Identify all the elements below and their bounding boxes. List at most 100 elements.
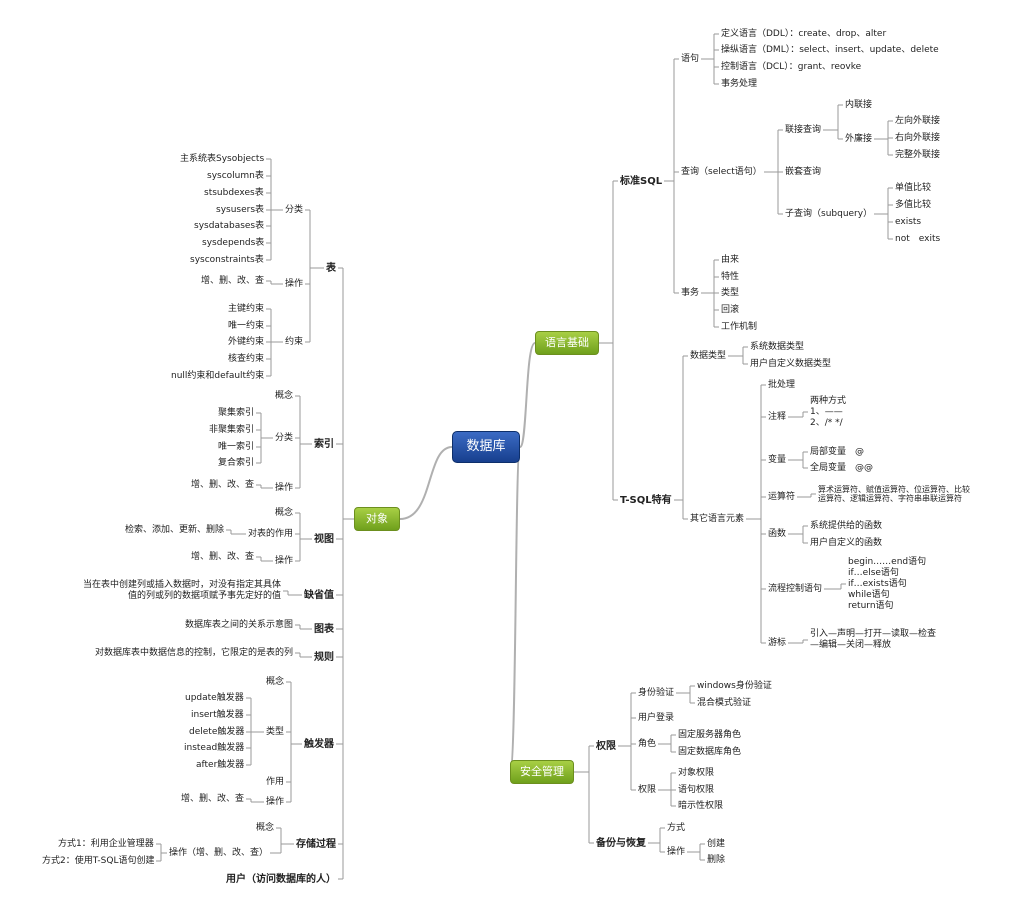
node-hcys[interactable]: 核查约束 — [228, 353, 265, 364]
node-fs1[interactable]: 方式1：利用企业管理器 — [58, 838, 154, 849]
node-dxqx[interactable]: 对象权限 — [678, 767, 715, 778]
node-syscon[interactable]: sysconstraints表 — [190, 254, 264, 265]
node-qtcx[interactable]: 嵌套查询 — [785, 166, 822, 177]
node-gzjz[interactable]: 工作机制 — [721, 321, 758, 332]
node-qszd[interactable]: 当在表中创建列或插入数据时，对没有指定其具体 值的列或列的数据项赋予事先定好的值 — [83, 580, 282, 601]
node-ywlj[interactable]: 右向外联接 — [895, 132, 941, 143]
node-syscol[interactable]: syscolumn表 — [207, 170, 264, 181]
node-gdsjk[interactable]: 固定数据库角色 — [678, 746, 742, 757]
node-quanju[interactable]: 全局变量 @@ — [810, 462, 874, 473]
node-xtsjlx[interactable]: 系统数据类型 — [750, 341, 805, 352]
node-tsql[interactable]: T-SQL特有 — [620, 494, 672, 506]
hub-sec[interactable]: 安全管理 — [510, 760, 574, 784]
node-caozuo[interactable]: 操作 — [667, 846, 686, 857]
node-nullys[interactable]: null约束和default约束 — [171, 370, 265, 381]
node-qtyy[interactable]: 其它语言元素 — [690, 513, 745, 524]
root-node-database[interactable]: 数据库 — [452, 431, 520, 463]
node-wyys[interactable]: 唯一约束 — [228, 320, 265, 331]
node-chuangjian[interactable]: 创建 — [707, 838, 726, 849]
node-jjsy[interactable]: 聚集索引 — [218, 407, 255, 418]
node-stcz[interactable]: 操作 — [275, 555, 294, 566]
node-cfcz[interactable]: 操作 — [266, 796, 285, 807]
node-cfq[interactable]: 触发器 — [304, 738, 334, 750]
node-shiwu[interactable]: 事务 — [681, 287, 700, 298]
node-stgn[interactable]: 概念 — [275, 507, 294, 518]
node-sygn[interactable]: 概念 — [275, 390, 294, 401]
node-yueshu[interactable]: 约束 — [285, 336, 304, 347]
node-biao[interactable]: 表 — [326, 262, 336, 274]
node-tubiao[interactable]: 图表 — [314, 623, 334, 635]
node-sysdep[interactable]: sysdepends表 — [202, 237, 265, 248]
node-winyz[interactable]: windows身份验证 — [697, 680, 772, 691]
node-wqwlj[interactable]: 完整外联接 — [895, 149, 941, 160]
node-yonghu[interactable]: 用户（访问数据库的人） — [226, 873, 336, 885]
node-dzbj[interactable]: 单值比较 — [895, 182, 932, 193]
node-yhzdyhs[interactable]: 用户自定义的函数 — [810, 537, 883, 548]
node-yuju[interactable]: 语句 — [681, 53, 700, 64]
node-gdfwq[interactable]: 固定服务器角色 — [678, 729, 742, 740]
node-nlj[interactable]: 内联接 — [845, 99, 873, 110]
hub-lang[interactable]: 语言基础 — [535, 331, 599, 355]
node-inst[interactable]: instead触发器 — [184, 742, 245, 753]
node-wysy[interactable]: 唯一索引 — [218, 441, 255, 452]
node-cfczd[interactable]: 增、删、改、查 — [181, 793, 245, 804]
node-zjys[interactable]: 主键约束 — [228, 303, 265, 314]
node-stsub[interactable]: stsubdexes表 — [204, 187, 264, 198]
node-wlj[interactable]: 外廉接 — [845, 133, 873, 144]
node-ddl[interactable]: 定义语言（DDL）：create、drop、alter — [721, 28, 887, 39]
node-dcl[interactable]: 控制语言（DCL）：grant、reovke — [721, 61, 862, 72]
node-yjqx[interactable]: 语句权限 — [678, 784, 715, 795]
node-cfgn[interactable]: 概念 — [266, 676, 285, 687]
node-fhsy[interactable]: 复合索引 — [218, 457, 255, 468]
node-exists[interactable]: exists — [895, 216, 922, 227]
node-hanshu[interactable]: 函数 — [768, 528, 787, 539]
node-notexits[interactable]: not exits — [895, 233, 941, 244]
node-quanxian[interactable]: 权限 — [596, 740, 616, 752]
node-youbiao[interactable]: 游标 — [768, 637, 787, 648]
node-xttg[interactable]: 系统提供给的函数 — [810, 520, 883, 531]
node-huigun[interactable]: 回滚 — [721, 304, 740, 315]
node-swcl[interactable]: 事务处理 — [721, 78, 758, 89]
node-jubu[interactable]: 局部变量 @ — [810, 446, 865, 457]
node-zwlj[interactable]: 左向外联接 — [895, 115, 941, 126]
node-zhushi[interactable]: 注释 — [768, 411, 787, 422]
node-juese[interactable]: 角色 — [638, 738, 657, 749]
node-hhyz[interactable]: 混合模式验证 — [697, 697, 752, 708]
node-bfhf[interactable]: 备份与恢复 — [596, 837, 646, 849]
node-upd[interactable]: update触发器 — [185, 692, 244, 703]
node-fs2[interactable]: 方式2：使用T-SQL语句创建 — [42, 855, 155, 866]
node-sfyz[interactable]: 身份验证 — [638, 687, 675, 698]
node-syfl[interactable]: 分类 — [275, 432, 294, 443]
node-fenlei[interactable]: 分类 — [285, 204, 304, 215]
node-bcz[interactable]: 操作 — [285, 278, 304, 289]
node-texing[interactable]: 特性 — [721, 271, 740, 282]
node-yhdl[interactable]: 用户登录 — [638, 712, 675, 723]
node-stdsql[interactable]: 标准SQL — [620, 175, 663, 187]
node-zcx[interactable]: 子查询（subquery） — [785, 208, 873, 219]
node-pcl[interactable]: 批处理 — [768, 379, 796, 390]
node-wjys[interactable]: 外键约束 — [228, 336, 265, 347]
node-sysdb[interactable]: sysdatabases表 — [194, 220, 265, 231]
node-sycz[interactable]: 操作 — [275, 482, 294, 493]
node-sysusr[interactable]: sysusers表 — [216, 204, 265, 215]
node-yhzdy[interactable]: 用户自定义数据类型 — [750, 358, 832, 369]
node-qsz[interactable]: 缺省值 — [304, 589, 334, 601]
node-stczd[interactable]: 增、删、改、查 — [191, 551, 255, 562]
node-query[interactable]: 查询（select语句） — [681, 166, 762, 177]
node-shanchu[interactable]: 删除 — [707, 854, 726, 865]
node-del[interactable]: delete触发器 — [189, 726, 245, 737]
node-leixing[interactable]: 类型 — [721, 287, 740, 298]
node-duozbj[interactable]: 多值比较 — [895, 199, 932, 210]
node-tbd[interactable]: 数据库表之间的关系示意图 — [185, 619, 294, 630]
node-bianliang[interactable]: 变量 — [768, 454, 787, 465]
node-lckzdetail[interactable]: begin……end语句 if…else语句 if…exists语句 while… — [848, 556, 927, 611]
node-zsdetail[interactable]: 两种方式 1、—— 2、/* */ — [810, 395, 847, 428]
node-qx2[interactable]: 权限 — [638, 784, 657, 795]
node-sysobj[interactable]: 主系统表Sysobjects — [180, 153, 265, 164]
node-dbdzy[interactable]: 对表的作用 — [248, 528, 294, 539]
node-ins[interactable]: insert触发器 — [191, 709, 244, 720]
node-syczd[interactable]: 增、删、改、查 — [191, 479, 255, 490]
node-bczd[interactable]: 增、删、改、查 — [201, 275, 265, 286]
node-lckz[interactable]: 流程控制语句 — [768, 583, 823, 594]
node-ybdetail[interactable]: 引入—声明—打开—读取—检查 —编辑—关闭—释放 — [810, 629, 937, 650]
